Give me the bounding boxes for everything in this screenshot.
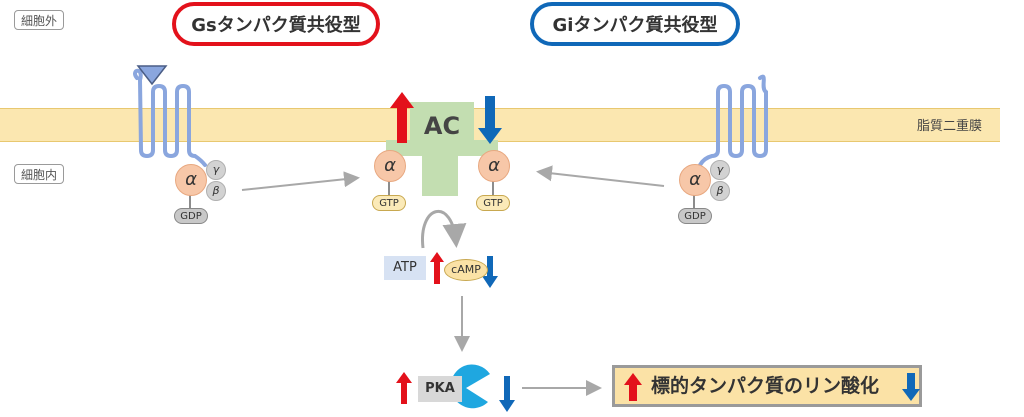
gi-gamma-subunit: γ xyxy=(710,160,730,180)
gs-coupled-title: Gsタンパク質共役型 xyxy=(172,2,380,46)
extracellular-label: 細胞外 xyxy=(14,10,65,30)
camp-label: cAMP xyxy=(444,259,488,281)
gi-gtp: GTP xyxy=(476,195,510,211)
gi-to-ac-arrow-icon xyxy=(536,165,665,187)
gi-beta-subunit: β xyxy=(710,181,730,201)
atp-conversion-arrow-icon xyxy=(421,210,467,249)
gs-beta-subunit: β xyxy=(206,181,226,201)
gi-coupled-title: Giタンパク質共役型 xyxy=(530,2,740,46)
camp-down-arrow-icon xyxy=(482,256,498,288)
result-box: 標的タンパク質のリン酸化 xyxy=(612,365,922,407)
gs-gamma-subunit: γ xyxy=(206,160,226,180)
gs-up-arrow-icon xyxy=(390,92,414,143)
result-up-arrow-icon xyxy=(624,373,642,401)
gi-receptor xyxy=(698,74,768,167)
gs-receptor xyxy=(133,68,207,167)
gs-gtp: GTP xyxy=(372,195,406,211)
ac-label: AC xyxy=(423,112,461,140)
gs-to-ac-arrow-icon xyxy=(241,171,360,191)
pka-up-arrow-icon xyxy=(396,372,412,404)
gs-gdp: GDP xyxy=(174,208,208,224)
gi-alpha-subunit: α xyxy=(679,164,711,196)
intracellular-label: 細胞内 xyxy=(14,164,65,184)
gi-gdp: GDP xyxy=(678,208,712,224)
adenylyl-cyclase xyxy=(386,102,498,196)
pka-down-arrow-icon xyxy=(499,376,515,412)
pka-label: PKA xyxy=(418,376,462,402)
result-down-arrow-icon xyxy=(902,373,920,401)
camp-up-arrow-icon xyxy=(430,252,444,284)
lipid-bilayer-label: 脂質二重膜 xyxy=(916,119,982,134)
atp-label: ATP xyxy=(384,256,426,280)
ligand-icon xyxy=(136,65,168,86)
gs-alpha-subunit: α xyxy=(175,164,207,196)
result-text: 標的タンパク質のリン酸化 xyxy=(651,375,880,397)
gi-down-arrow-icon xyxy=(478,96,502,144)
active-gs-alpha: α xyxy=(374,150,406,182)
active-gi-alpha: α xyxy=(478,150,510,182)
